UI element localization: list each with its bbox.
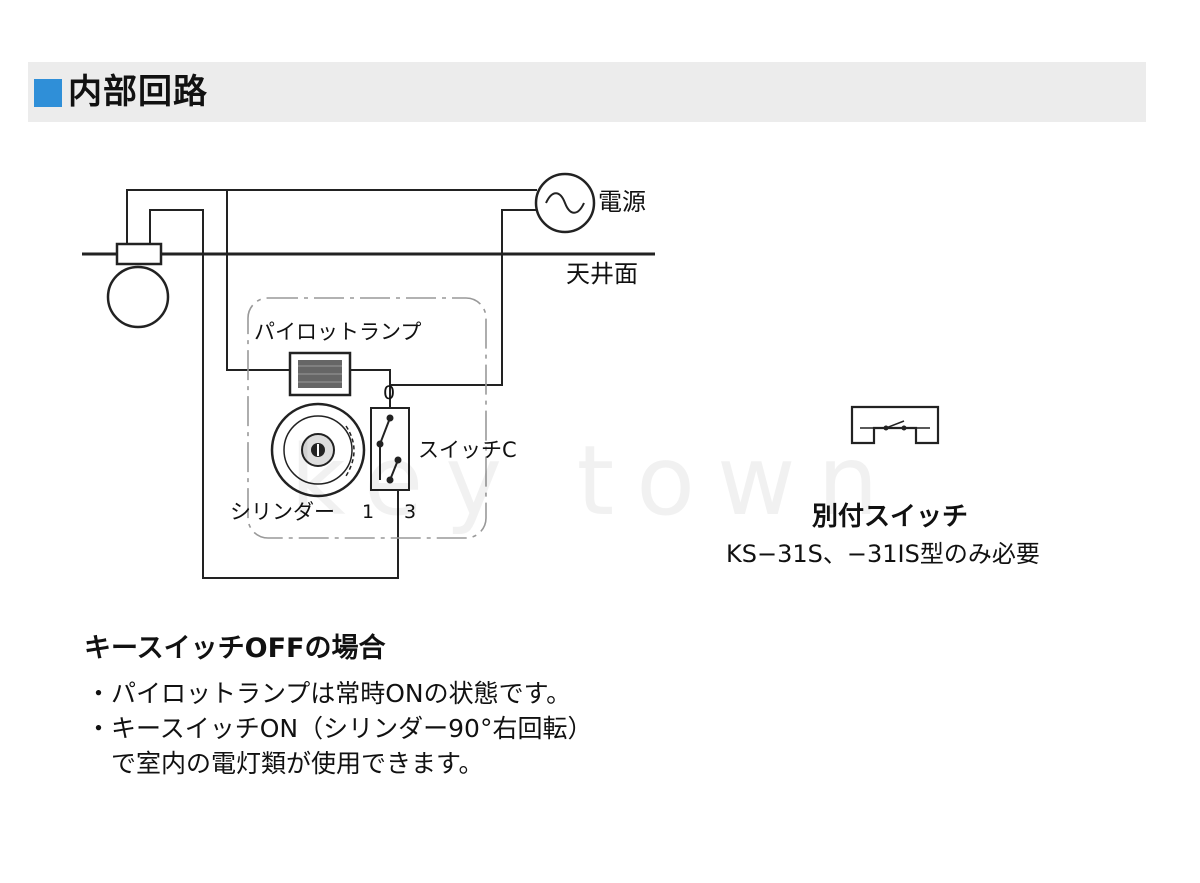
- ceiling-label: 天井面: [566, 260, 638, 288]
- section-header: 内部回路: [28, 62, 1146, 122]
- pilot-lamp-icon: [288, 351, 352, 397]
- cylinder-icon: [270, 402, 366, 498]
- separate-switch-icon: [850, 405, 940, 445]
- wire-pilot-to-switch: [350, 369, 391, 385]
- header-square-icon: [34, 79, 62, 107]
- note-line: ・キースイッチON（シリンダー90°右回転）: [86, 714, 593, 743]
- light-bulb-icon: [106, 242, 170, 329]
- notes-title: キースイッチOFFの場合: [84, 633, 386, 664]
- switch-c-icon: [370, 407, 410, 491]
- note-line: で室内の電灯類が使用できます。: [86, 749, 484, 778]
- separate-switch-note: KS−31S、−31IS型のみ必要: [726, 540, 1040, 568]
- ac-power-icon: [534, 172, 596, 234]
- terminal-1-label: 1: [362, 501, 375, 523]
- separate-switch-title: 別付スイッチ: [812, 502, 969, 532]
- device-outline: [247, 297, 487, 539]
- wire-lamp-to-power: [126, 189, 537, 246]
- watermark: key town: [290, 425, 901, 537]
- wire-power-to-switch: [389, 209, 537, 408]
- terminal-0-label: 0: [383, 382, 396, 404]
- terminal-3-label: 3: [404, 501, 417, 523]
- cylinder-label: シリンダー: [230, 500, 335, 524]
- note-line: ・パイロットランプは常時ONの状態です。: [86, 679, 572, 708]
- wire-top-to-pilot: [226, 190, 290, 371]
- wire-lamp-to-terminal-1: [149, 209, 399, 579]
- switch-c-label: スイッチC: [418, 438, 517, 462]
- pilot-lamp-label: パイロットランプ: [254, 320, 422, 344]
- section-title: 内部回路: [68, 72, 208, 112]
- power-label: 電源: [598, 188, 646, 216]
